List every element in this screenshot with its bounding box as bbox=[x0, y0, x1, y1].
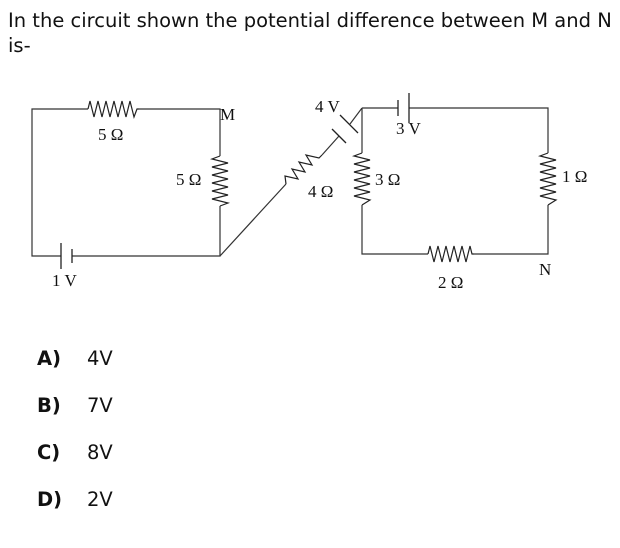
label-r-top-left: 5 Ω bbox=[98, 125, 123, 144]
resistor-right-outer bbox=[537, 152, 558, 206]
left-loop bbox=[31, 100, 231, 269]
option-c-letter: C) bbox=[37, 441, 61, 464]
resistor-bottom-right bbox=[427, 245, 474, 263]
resistor-right-inner bbox=[351, 152, 372, 206]
label-battery-left: 1 V bbox=[52, 271, 77, 290]
label-r-middle-vertical: 5 Ω bbox=[176, 170, 201, 189]
label-r-right-outer: 1 Ω bbox=[562, 167, 587, 186]
wire-right-loop-bottom-left bbox=[361, 205, 428, 255]
option-a[interactable]: A) 4V bbox=[37, 344, 113, 391]
option-b[interactable]: B) 7V bbox=[37, 391, 113, 438]
option-a-value: 4V bbox=[87, 347, 113, 370]
option-b-letter: B) bbox=[37, 394, 61, 417]
label-battery-diagonal: 4 V bbox=[315, 97, 340, 116]
option-d-letter: D) bbox=[37, 488, 63, 511]
option-c-value: 8V bbox=[87, 441, 113, 464]
wire-diagonal-middle bbox=[321, 135, 340, 156]
question-text: In the circuit shown the potential diffe… bbox=[8, 9, 612, 57]
wire-diagonal-lower bbox=[219, 183, 287, 257]
wire-diagonal-upper bbox=[349, 107, 363, 125]
resistor-diagonal bbox=[284, 154, 323, 185]
answer-options: A) 4V B) 7V C) 8V D) 2V bbox=[37, 344, 113, 532]
label-node-m: M bbox=[220, 105, 235, 124]
option-c[interactable]: C) 8V bbox=[37, 438, 113, 485]
diagonal-branch bbox=[219, 107, 363, 257]
wire-right-loop-top-right bbox=[409, 107, 549, 153]
resistor-middle-vertical bbox=[209, 155, 231, 207]
wire-left-loop-bottom-right bbox=[72, 206, 221, 257]
option-b-value: 7V bbox=[87, 394, 113, 417]
label-r-right-inner: 3 Ω bbox=[375, 170, 400, 189]
resistor-top-left bbox=[87, 100, 139, 120]
label-battery-top-right: 3 V bbox=[396, 119, 421, 138]
option-d-value: 2V bbox=[87, 488, 113, 511]
label-r-bottom-right: 2 Ω bbox=[438, 273, 463, 292]
right-loop bbox=[351, 93, 558, 263]
battery-diagonal bbox=[331, 114, 359, 144]
option-a-letter: A) bbox=[37, 347, 62, 370]
option-d[interactable]: D) 2V bbox=[37, 485, 113, 532]
wire-left-loop-top-left bbox=[31, 108, 88, 257]
label-node-n: N bbox=[539, 260, 551, 279]
battery-top-right bbox=[397, 93, 410, 123]
wire-left-loop-top-right bbox=[139, 108, 221, 156]
battery-left bbox=[60, 243, 73, 269]
label-r-diagonal: 4 Ω bbox=[308, 182, 333, 201]
wire-right-loop-bottom-right bbox=[474, 205, 549, 255]
